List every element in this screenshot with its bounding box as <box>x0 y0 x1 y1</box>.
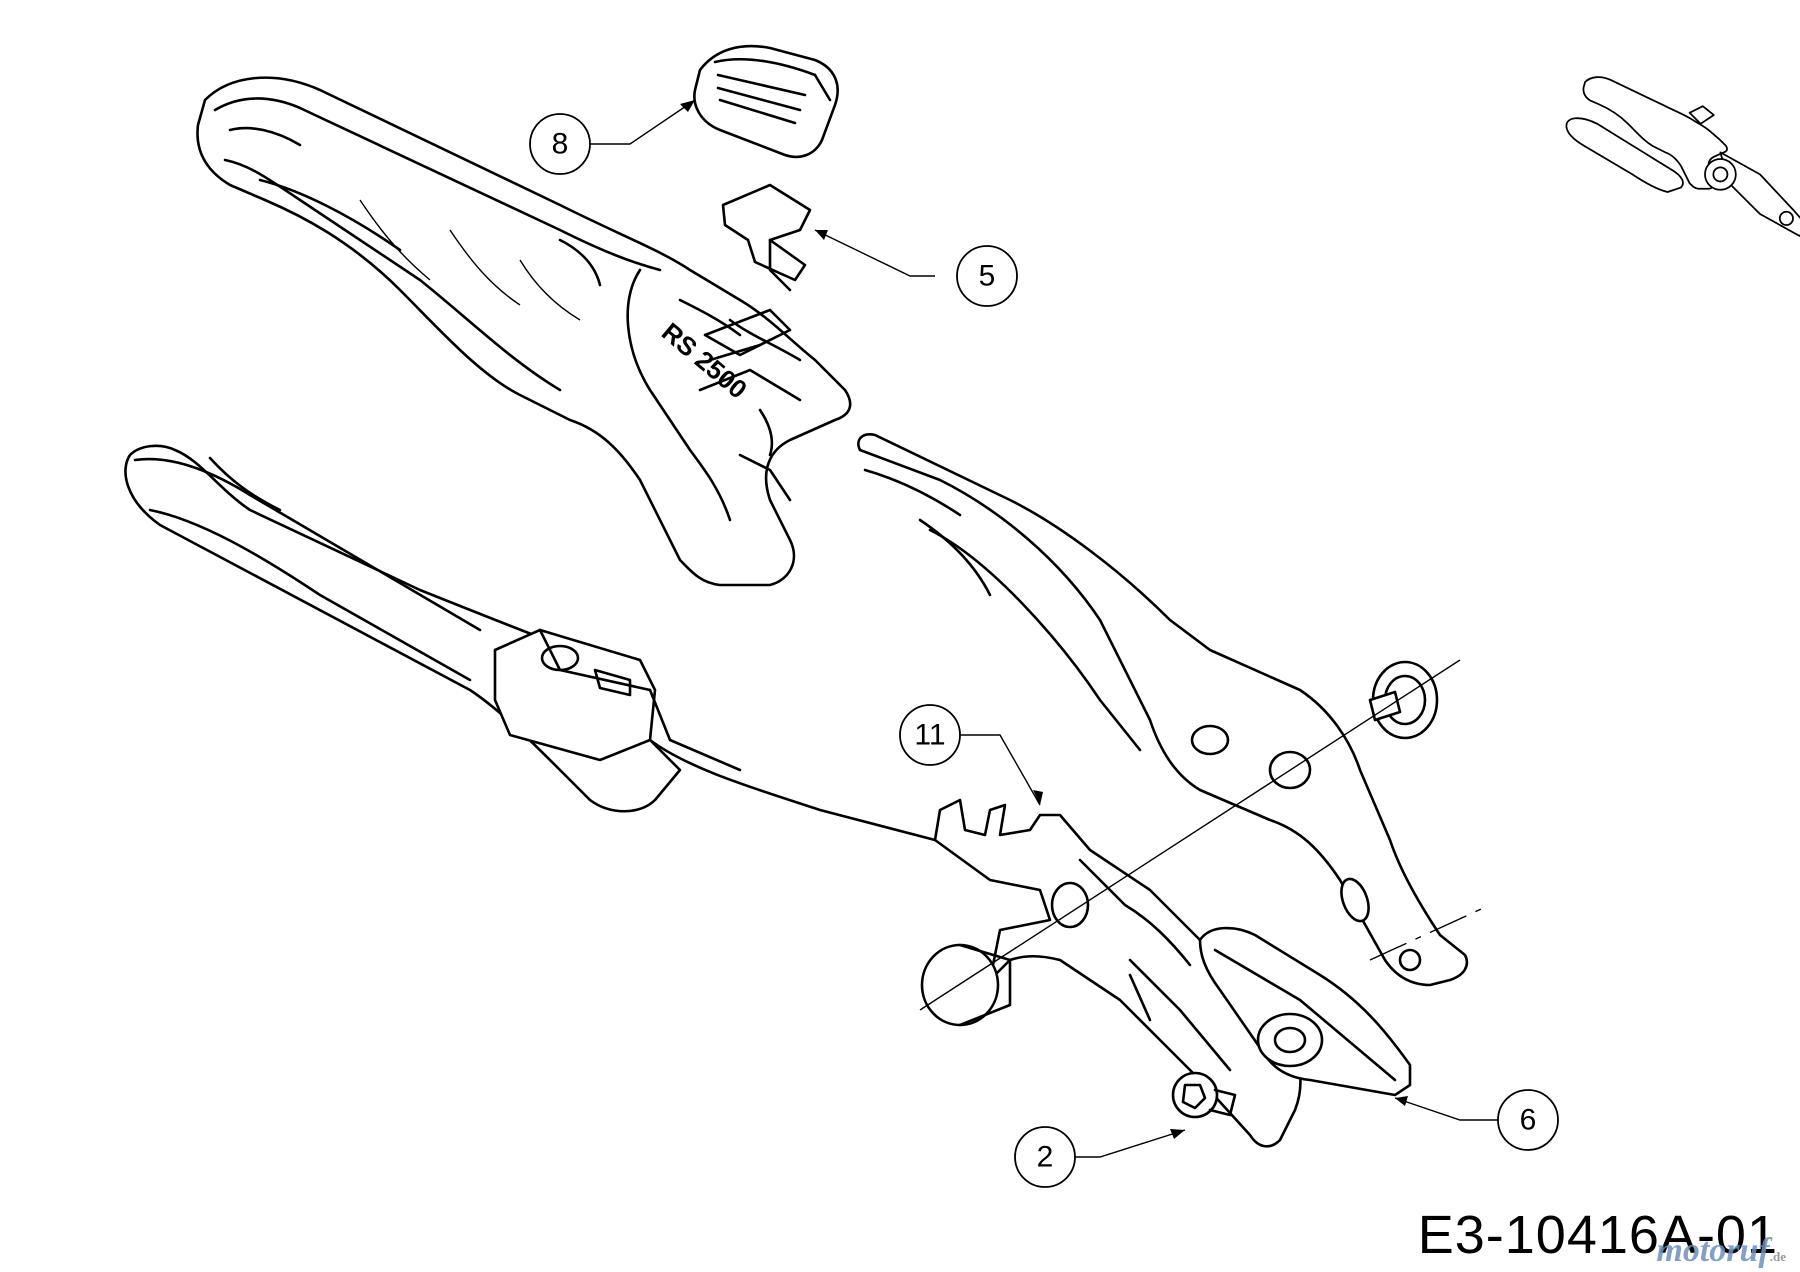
lower-blade <box>933 798 1302 1148</box>
callout-2: 2 <box>1014 1126 1076 1188</box>
upper-handle: RS 2500 <box>196 76 852 587</box>
callout-2-label: 2 <box>1037 1141 1054 1174</box>
leader-lines <box>590 99 1498 1158</box>
callout-11: 11 <box>899 704 961 766</box>
pivot-nut <box>920 943 1012 1027</box>
part-8-cap <box>693 44 839 159</box>
watermark-text: motoruf <box>1656 1232 1770 1269</box>
callout-5: 5 <box>956 245 1018 307</box>
blade-bar <box>857 433 1469 987</box>
lower-handle <box>124 444 937 842</box>
drawing-code: E3-10416A-01 <box>1417 1205 1778 1265</box>
watermark-logo: motoruf.de <box>1656 1232 1786 1270</box>
callout-6-label: 6 <box>1520 1104 1537 1137</box>
callout-11-label: 11 <box>914 719 945 752</box>
overview-thumbnail <box>1565 76 1800 237</box>
assembly-axis <box>919 659 1491 1011</box>
watermark-suffix: .de <box>1769 1249 1786 1264</box>
part-6-anvil <box>1198 926 1412 1097</box>
part-5-clip <box>721 183 812 292</box>
pivot-bolt <box>1368 660 1439 740</box>
callout-8-label: 8 <box>552 128 569 161</box>
callout-8: 8 <box>529 113 591 175</box>
callout-5-label: 5 <box>979 260 996 293</box>
part-2-screw <box>1171 1071 1237 1119</box>
callout-6: 6 <box>1497 1089 1559 1151</box>
